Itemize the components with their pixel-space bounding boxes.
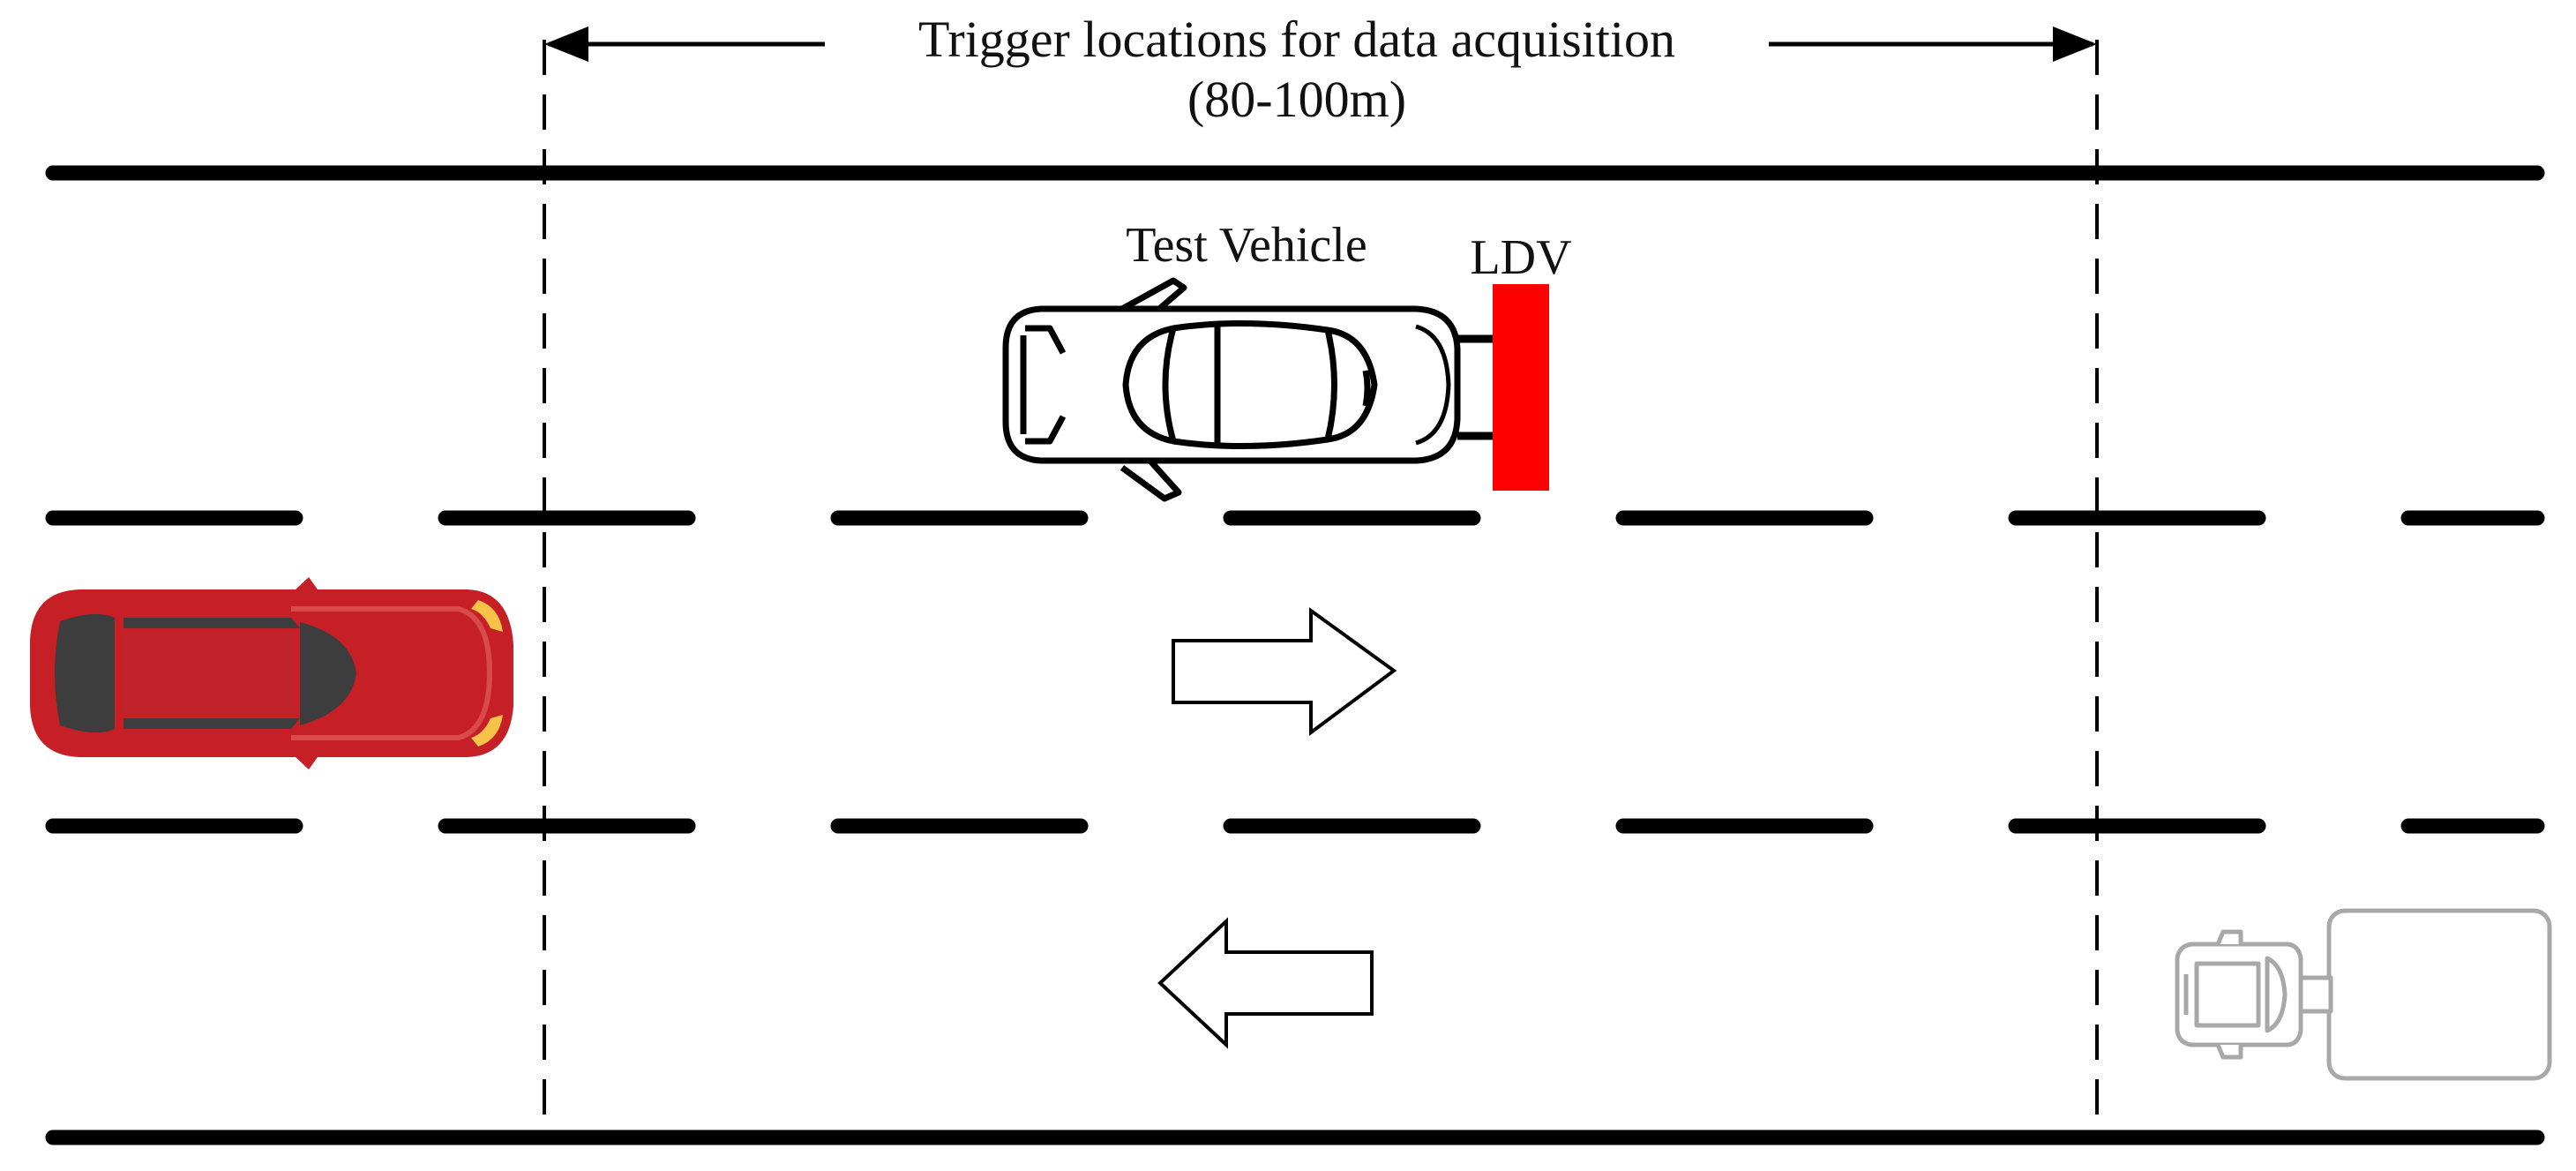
arrow-left-icon: [1157, 917, 1374, 1049]
truck: [2175, 908, 2552, 1081]
range-distance: (80-100m): [1187, 71, 1406, 128]
test-vehicle-label: Test Vehicle: [1126, 218, 1367, 273]
arrow-right-icon: [1172, 607, 1397, 736]
ldv-device: [1493, 284, 1549, 491]
test-vehicle: [1002, 277, 1461, 502]
range-title: Trigger locations for data acquisition: [918, 11, 1675, 68]
ldv-label: LDV: [1470, 230, 1571, 285]
red-car: [30, 577, 513, 769]
